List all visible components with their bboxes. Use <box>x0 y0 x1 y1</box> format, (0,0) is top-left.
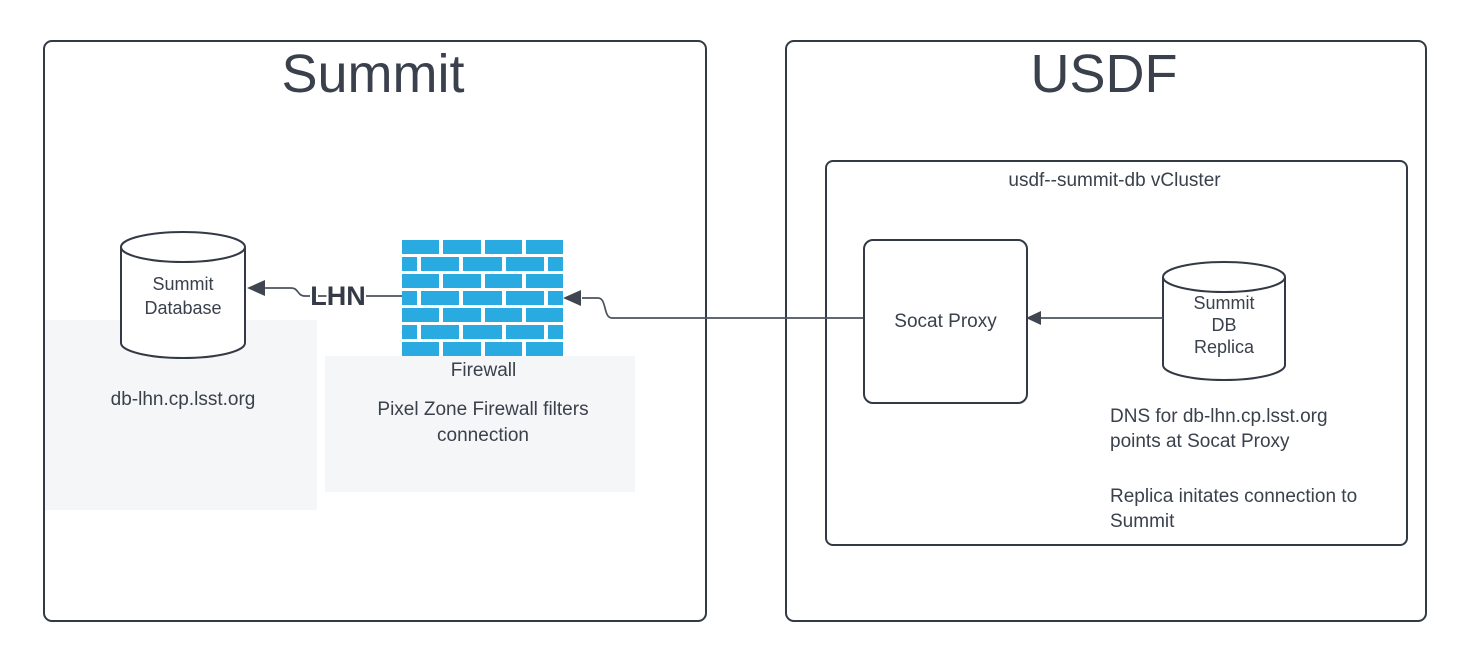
replica-database-label: Summit DB Replica <box>1163 292 1285 358</box>
brick <box>402 291 417 305</box>
firewall-brick-row <box>402 342 563 356</box>
summit-database-label: Summit Database <box>121 272 245 320</box>
brick <box>484 308 522 322</box>
brick <box>525 274 563 288</box>
brick <box>402 308 440 322</box>
replica-label-line2: DB <box>1211 315 1237 335</box>
vcluster-label: usdf--summit-db vCluster <box>1008 170 1221 191</box>
firewall-brick-row <box>402 291 563 305</box>
note-dns: DNS for db-lhn.cp.lsst.org points at Soc… <box>1110 404 1410 454</box>
brick <box>402 257 417 271</box>
brick <box>547 291 563 305</box>
firewall-brick-row <box>402 274 563 288</box>
brick <box>443 308 481 322</box>
socat-proxy-label: Socat Proxy <box>894 310 997 332</box>
firewall-brick-row <box>402 257 563 271</box>
firewall-brick-row <box>402 240 563 254</box>
usdf-container-box <box>785 40 1427 622</box>
brick <box>421 257 460 271</box>
brick <box>525 308 563 322</box>
note-replica-line1: Replica initates connection to <box>1110 486 1358 507</box>
firewall-caption: Pixel Zone Firewall filters connection <box>333 397 633 449</box>
brick <box>547 257 563 271</box>
brick <box>402 342 440 356</box>
usdf-title: USDF <box>1030 44 1178 104</box>
summit-container-box <box>43 40 707 622</box>
firewall-icon <box>402 240 563 356</box>
vcluster-notes: DNS for db-lhn.cp.lsst.org points at Soc… <box>1110 404 1410 534</box>
brick <box>402 240 440 254</box>
vcluster-box <box>825 160 1408 546</box>
replica-label-line3: Replica <box>1193 337 1255 357</box>
brick <box>525 342 563 356</box>
brick <box>443 240 481 254</box>
note-replica-line2: Summit <box>1110 511 1175 532</box>
note-dns-line1: DNS for db-lhn.cp.lsst.org <box>1110 406 1328 427</box>
brick <box>484 240 522 254</box>
note-replica: Replica initates connection to Summit <box>1110 484 1410 534</box>
firewall-caption-line2: connection <box>437 425 529 446</box>
note-dns-line2: points at Socat Proxy <box>1110 431 1290 452</box>
brick <box>463 257 502 271</box>
brick <box>421 325 460 339</box>
brick <box>443 342 481 356</box>
firewall-caption-line1: Pixel Zone Firewall filters <box>377 399 589 420</box>
brick <box>484 274 522 288</box>
brick <box>547 325 563 339</box>
brick <box>463 325 502 339</box>
summit-database-label-line1: Summit <box>152 274 214 294</box>
lhn-link-label: LHN <box>310 281 366 311</box>
database-hostname: db-lhn.cp.lsst.org <box>110 389 256 410</box>
brick <box>484 342 522 356</box>
brick <box>505 291 544 305</box>
brick <box>402 325 417 339</box>
summit-database-label-line2: Database <box>144 298 222 318</box>
summit-title: Summit <box>281 44 465 104</box>
replica-label-line1: Summit <box>1193 293 1255 313</box>
text-highlight-right <box>325 356 635 492</box>
socat-proxy-node: Socat Proxy <box>863 239 1028 404</box>
firewall-brick-row <box>402 325 563 339</box>
firewall-brick-row <box>402 308 563 322</box>
brick <box>463 291 502 305</box>
brick <box>525 240 563 254</box>
brick <box>505 325 544 339</box>
brick <box>421 291 460 305</box>
firewall-label: Firewall <box>450 360 517 381</box>
brick <box>443 274 481 288</box>
brick <box>402 274 440 288</box>
brick <box>505 257 544 271</box>
